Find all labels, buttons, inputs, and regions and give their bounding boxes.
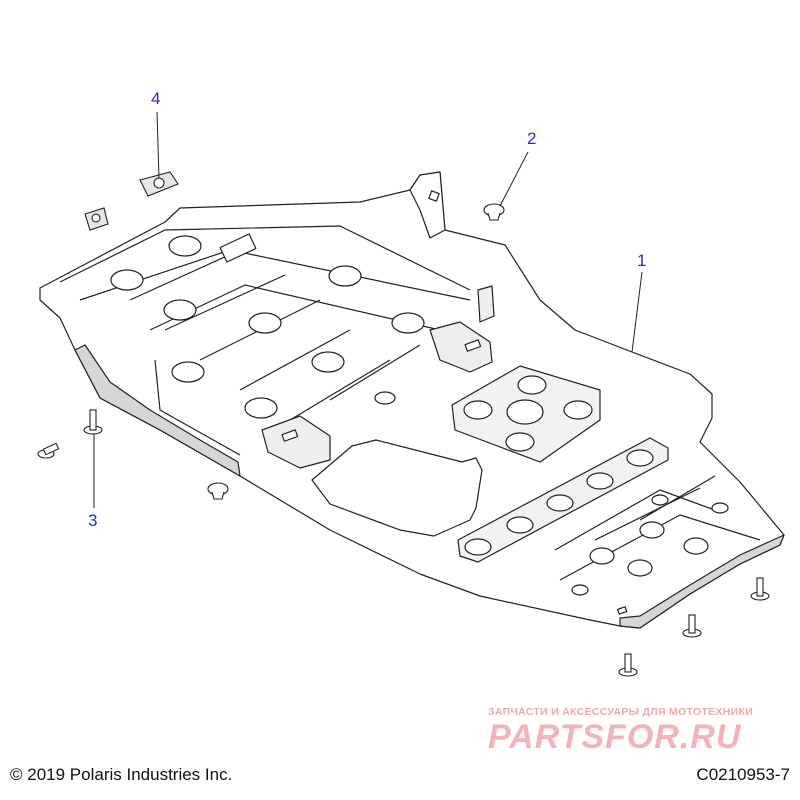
callout-3: 3 [88, 511, 98, 530]
plate-outline [39, 171, 785, 629]
push-rivet [207, 482, 229, 500]
watermark-subtitle: ЗАПЧАСТИ И АКСЕССУАРЫ ДЛЯ МОТОТЕХНИКИ [488, 706, 754, 718]
skid-plate [39, 171, 785, 629]
leader-1 [631, 271, 643, 353]
callout-1: 1 [637, 251, 647, 270]
nut-clip [84, 207, 109, 231]
part-number: C0210953-7 [696, 765, 790, 784]
holes-left [110, 235, 425, 419]
small-slot-a [281, 429, 299, 442]
screw-front-a [750, 577, 770, 601]
leader-lines [93, 111, 643, 508]
hole-grid [463, 375, 593, 452]
slot-rear [219, 233, 257, 263]
watermark-brand: PARTSFOR.RU [488, 718, 742, 756]
rail-edge [154, 359, 241, 456]
callout-4: 4 [151, 89, 161, 108]
leader-2 [499, 151, 529, 207]
plate-front-lip [619, 534, 785, 629]
screw-front-b [682, 614, 702, 638]
screw-left [37, 442, 60, 459]
nut-clip-4 [139, 171, 179, 197]
center-fastener-hole [374, 391, 396, 405]
top-bracket [409, 171, 446, 239]
bracket-hole [428, 190, 440, 202]
screw-front-c [618, 653, 638, 677]
small-slot-b [464, 339, 482, 352]
screw-3 [83, 409, 103, 435]
fasteners [37, 171, 770, 677]
mount-rear [429, 321, 493, 373]
mount-post [477, 285, 495, 323]
front-slot [616, 606, 628, 615]
front-ribs [554, 475, 761, 581]
mount-mid [261, 415, 331, 469]
front-holes [571, 494, 729, 596]
callout-2: 2 [527, 129, 537, 148]
rail-upper [59, 225, 471, 291]
copyright-text: © 2019 Polaris Industries Inc. [10, 765, 233, 784]
plate-left-side [74, 344, 241, 477]
push-rivet-2 [483, 203, 505, 221]
slot-row-holes [464, 449, 654, 556]
leader-4 [156, 111, 160, 179]
access-opening [311, 439, 483, 537]
